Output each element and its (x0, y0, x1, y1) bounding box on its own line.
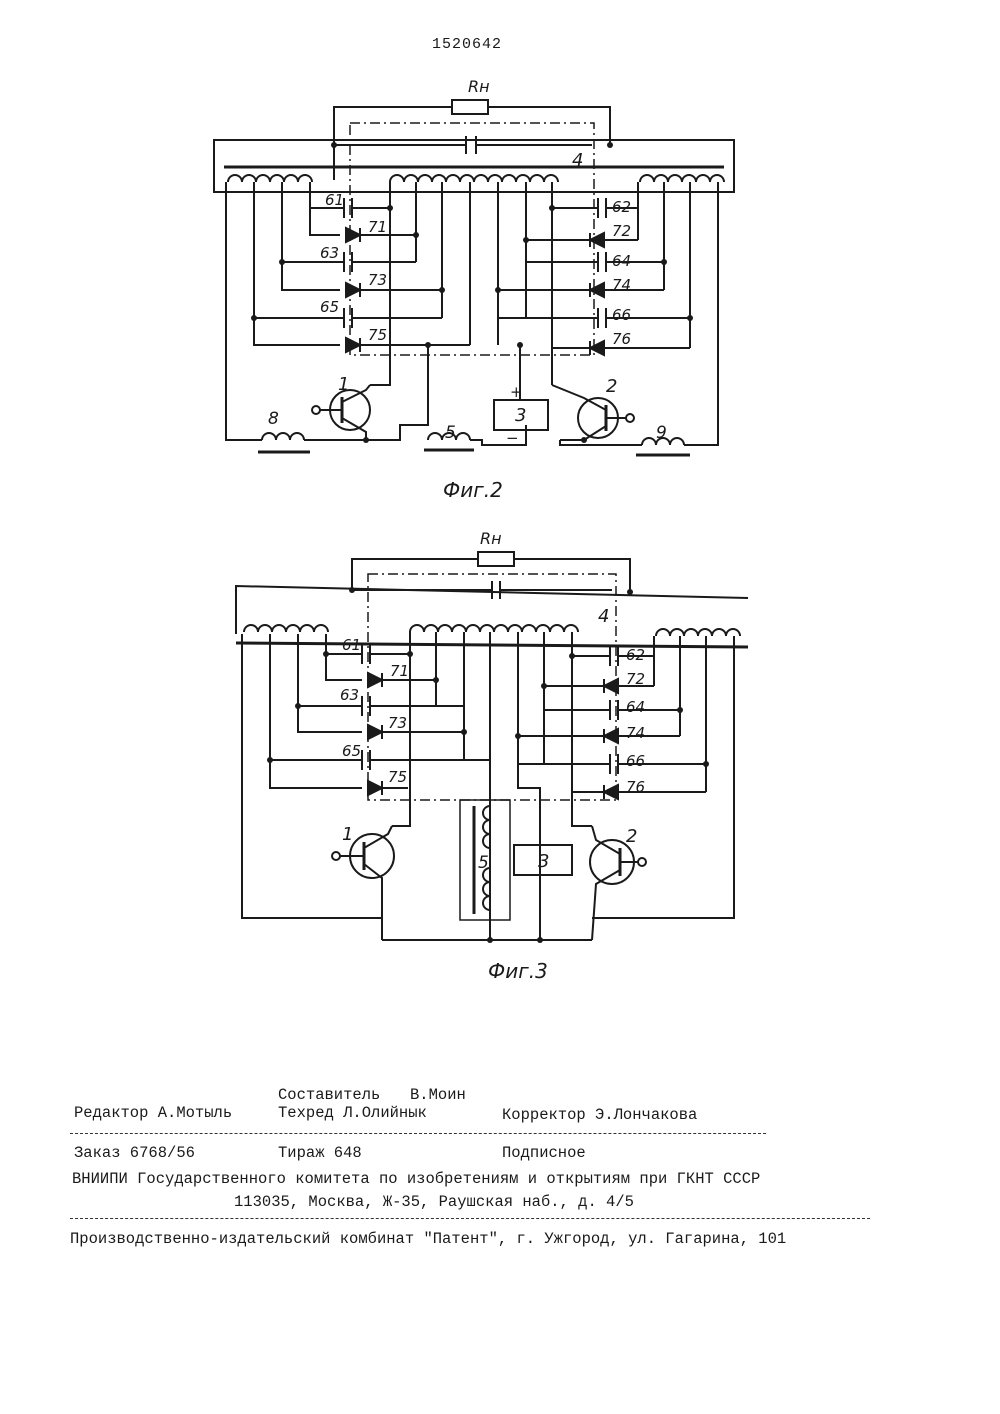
label-c2: 62 (626, 646, 645, 664)
compiler-name: В.Моин (410, 1086, 466, 1104)
wire (572, 632, 592, 826)
load-resistor (478, 552, 514, 566)
label-c6: 66 (626, 752, 645, 770)
label-load: Rн (480, 529, 502, 548)
diode-75 (368, 781, 382, 795)
corrector: Корректор Э.Лончакова (502, 1106, 697, 1124)
divider (70, 1133, 766, 1134)
label-d5: 75 (388, 768, 407, 786)
figure-3-caption: Фиг.3 (488, 959, 548, 983)
right-winding (656, 629, 740, 636)
printer: Производственно-издательский комбинат "П… (70, 1230, 786, 1248)
label-transistor-2: 2 (626, 826, 637, 847)
order-number: Заказ 6768/56 (74, 1144, 195, 1162)
wire (518, 632, 540, 940)
terminal (638, 858, 646, 866)
editor: Редактор А.Мотыль (74, 1104, 232, 1122)
label-d1: 71 (390, 662, 409, 680)
institute: ВНИИПИ Государственного комитета по изоб… (72, 1170, 760, 1188)
wire (364, 864, 382, 940)
choke-5-upper (483, 806, 490, 848)
divider (70, 1218, 870, 1219)
label-c3: 63 (340, 686, 359, 704)
center-winding (410, 625, 578, 632)
diode-71 (368, 673, 382, 687)
diode-73 (368, 725, 382, 739)
left-winding (244, 625, 328, 632)
label-d2: 72 (626, 670, 645, 688)
label-c4: 64 (626, 698, 645, 716)
label-d3: 73 (388, 714, 407, 732)
diode-74 (604, 729, 618, 743)
terminal (332, 852, 340, 860)
wire (270, 634, 362, 788)
label-transistor-1: 1 (342, 824, 353, 845)
circulation: Тираж 648 (278, 1144, 362, 1162)
subscription: Подписное (502, 1144, 586, 1162)
core-line (236, 643, 748, 647)
wire (592, 636, 734, 918)
label-c1: 61 (342, 636, 361, 654)
label-c5: 65 (342, 742, 361, 760)
label-d6: 76 (626, 778, 645, 796)
institute-address: 113035, Москва, Ж-35, Раушская наб., д. … (234, 1193, 634, 1211)
wire (514, 559, 630, 592)
compiler-label: Составитель (278, 1086, 380, 1104)
label-source-3: 3 (538, 851, 549, 872)
wire (364, 826, 392, 848)
label-d4: 74 (626, 724, 645, 742)
label-choke-5: 5 (478, 853, 489, 873)
techred: Техред Л.Олийнык (278, 1104, 427, 1122)
figure-3-circuit-diagram: Rн 4 61 71 63 73 65 75 62 72 64 74 66 76… (0, 0, 1000, 1000)
label-block-4: 4 (598, 606, 609, 627)
wire (592, 870, 620, 940)
diode-72 (604, 679, 618, 693)
choke-5-lower (483, 868, 490, 910)
diode-76 (604, 785, 618, 799)
